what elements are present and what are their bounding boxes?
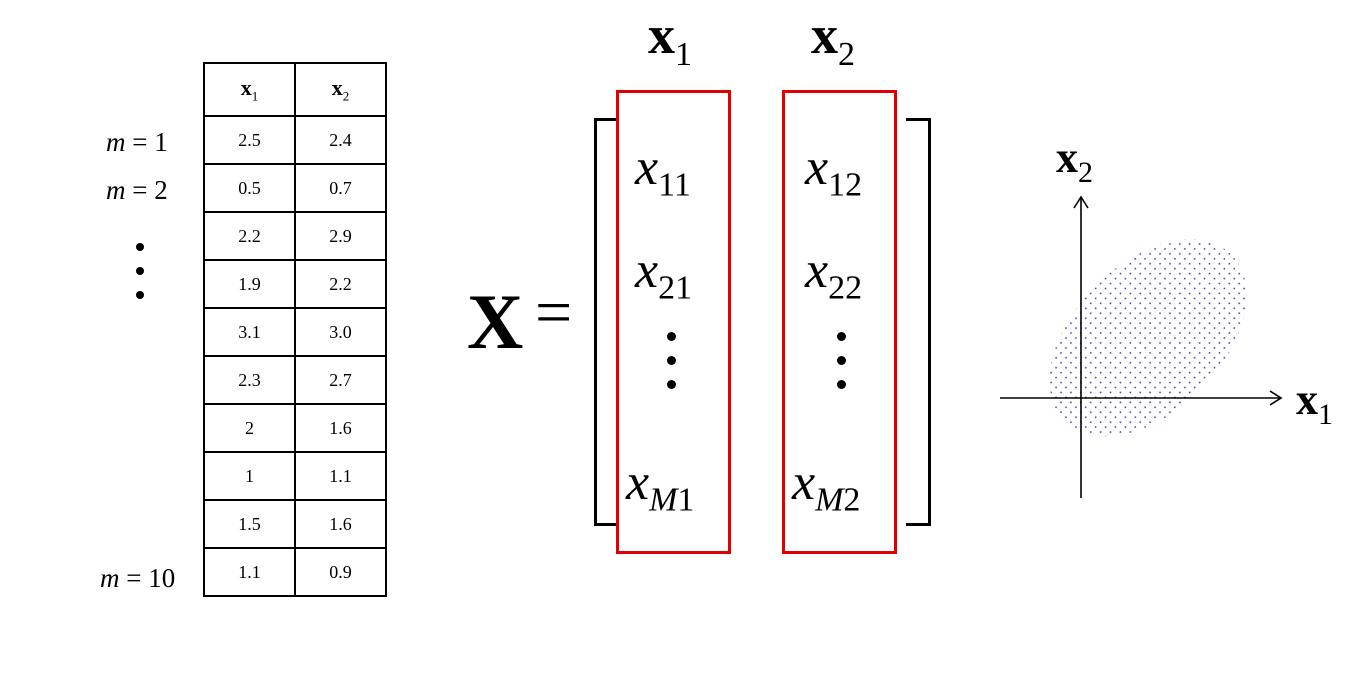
vertical-ellipsis xyxy=(133,237,147,309)
column-box-1 xyxy=(616,90,731,554)
y-axis-arrow xyxy=(1073,195,1089,209)
column-2-ellipsis xyxy=(837,332,847,392)
matrix-entry-xm1: xM1 xyxy=(626,454,695,519)
scatter-axes xyxy=(1000,195,1283,498)
right-bracket xyxy=(906,118,931,526)
column-head-x2: x2 xyxy=(811,5,855,73)
table-cell-x2: 2.9 xyxy=(294,211,387,261)
table-cell-x1: 3.1 xyxy=(203,307,296,357)
table-cell-x1: 2.5 xyxy=(203,115,296,165)
table-header-row: x1 x2 xyxy=(203,62,387,117)
table-cell-x2: 0.9 xyxy=(294,547,387,597)
table-cell-x1: 1.9 xyxy=(203,259,296,309)
table-cell-x1: 2.2 xyxy=(203,211,296,261)
column-1-ellipsis xyxy=(667,332,677,392)
table-cell-x2: 2.2 xyxy=(294,259,387,309)
row-label-var: m xyxy=(100,563,120,593)
matrix-symbol: X xyxy=(467,278,524,365)
table-cell-x2: 0.7 xyxy=(294,163,387,213)
row-label-num: 1 xyxy=(154,127,168,157)
table-cell-x2: 2.4 xyxy=(294,115,387,165)
row-label-m1: m = 1 xyxy=(106,127,168,158)
row-label-eq: = xyxy=(126,563,142,593)
row-label-num: 2 xyxy=(154,175,168,205)
table-cell-x2: 3.0 xyxy=(294,307,387,357)
row-label-num: 10 xyxy=(148,563,176,593)
row-label-m10: m = 10 xyxy=(100,563,175,594)
column-box-2 xyxy=(782,90,897,554)
table-header-x1: x1 xyxy=(203,62,296,117)
matrix-entry-xm2: xM2 xyxy=(792,454,861,519)
left-bracket xyxy=(594,118,619,526)
table-cell-x1: 2.3 xyxy=(203,355,296,405)
matrix-entry-x21: x21 xyxy=(635,242,693,307)
matrix-entry-x12: x12 xyxy=(805,139,863,204)
x-axis-label: x1 xyxy=(1296,375,1333,431)
data-cloud xyxy=(1049,239,1247,437)
row-label-var: m xyxy=(106,127,126,157)
table-cell-x1: 1.1 xyxy=(203,547,296,597)
table-cell-x2: 1.6 xyxy=(294,499,387,549)
table-cell-x2: 1.6 xyxy=(294,403,387,453)
y-axis-label: x2 xyxy=(1056,133,1093,189)
equals-sign: = xyxy=(535,276,573,349)
row-label-m2: m = 2 xyxy=(106,175,168,206)
table-cell-x2: 1.1 xyxy=(294,451,387,501)
row-label-eq: = xyxy=(132,127,148,157)
x-axis-arrow xyxy=(1269,390,1283,406)
table-cell-x1: 2 xyxy=(203,403,296,453)
table-cell-x1: 0.5 xyxy=(203,163,296,213)
row-label-eq: = xyxy=(132,175,148,205)
column-head-x1: x1 xyxy=(648,5,692,73)
table-cell-x1: 1 xyxy=(203,451,296,501)
matrix-entry-x11: x11 xyxy=(635,139,691,204)
table-cell-x2: 2.7 xyxy=(294,355,387,405)
row-label-var: m xyxy=(106,175,126,205)
matrix-entry-x22: x22 xyxy=(805,242,863,307)
table-cell-x1: 1.5 xyxy=(203,499,296,549)
table-header-x2: x2 xyxy=(294,62,387,117)
